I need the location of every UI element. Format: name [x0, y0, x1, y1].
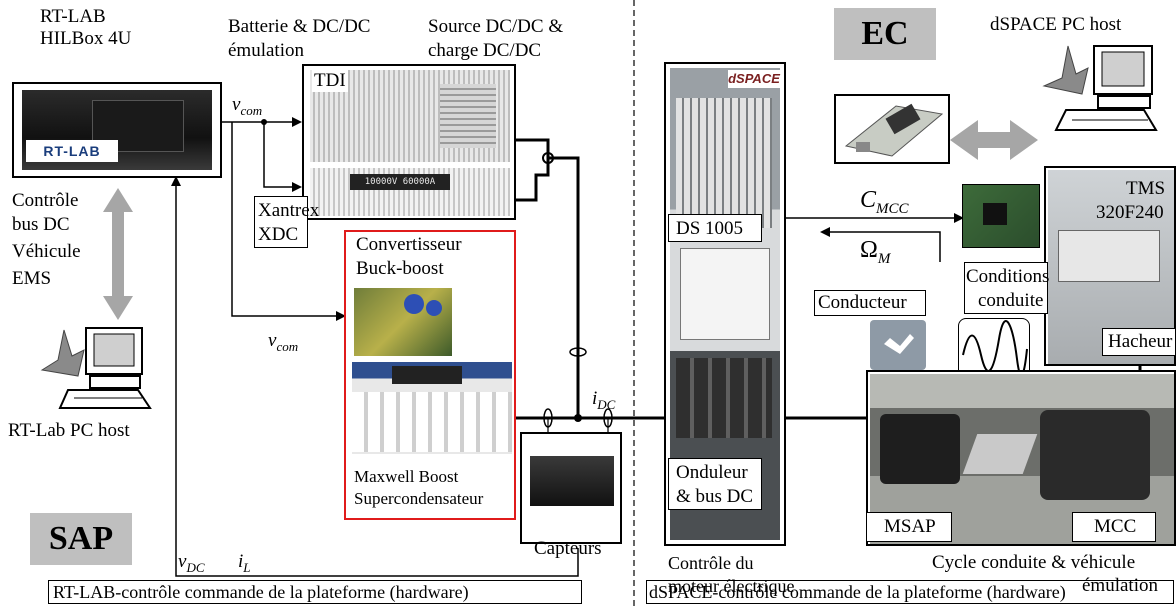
batterie-label-1: Batterie & DC/DC [228, 16, 371, 37]
rtlab-pc-link [103, 188, 133, 320]
xantrex-label-1: Xantrex [258, 200, 320, 221]
supercap-photo [352, 362, 512, 454]
dspace-card-box [834, 94, 950, 164]
buck-boost-photo [354, 288, 452, 356]
capteurs-label: Capteurs [534, 538, 602, 559]
xantrex-label-box [254, 196, 308, 248]
conditions-label-1: Conditions [966, 266, 1050, 287]
tms-board-photo [962, 184, 1040, 248]
vcom-wire-converter [231, 122, 346, 321]
rtlab-title: RT-LAB [40, 6, 106, 27]
mcc-box [1072, 512, 1156, 542]
left-caption: RT-LAB-contrôle commande de la plateform… [48, 580, 582, 604]
xantrex-photo: 10000V 60000A [310, 168, 510, 216]
mcc-label: MCC [1094, 516, 1137, 537]
rtlab-logo: RT-LAB [26, 140, 118, 162]
controle-line-1: Contrôle [12, 190, 79, 211]
dspace-pc-icon [1040, 38, 1164, 138]
hacheur-label: Hacheur [1108, 331, 1173, 352]
maxwell-label-2: Supercondensateur [354, 489, 484, 508]
xantrex-display: 10000V 60000A [350, 174, 450, 190]
msap-box [866, 512, 952, 542]
ec-label: EC [834, 8, 936, 60]
tms-label-2: 320F240 [1096, 202, 1164, 223]
cmcc-label: CMCC [860, 187, 909, 217]
source-label-2: charge DC/DC [428, 40, 542, 61]
rtlab-pc-host-label: RT-Lab PC host [8, 420, 130, 441]
capteurs-photo [530, 456, 614, 506]
dspace-host-label: dSPACE PC host [990, 14, 1122, 35]
dspace-logo: dSPACE [728, 70, 780, 88]
ds1005-label: DS 1005 [676, 218, 744, 239]
rtlab-subtitle: HILBox 4U [40, 28, 132, 49]
controle-moteur-1: Contrôle du [668, 553, 754, 573]
vcom-bottom-label: vcom [268, 330, 299, 354]
source-label-1: Source DC/DC & [428, 16, 564, 37]
feedback-wire [171, 176, 579, 577]
cycle-label-1: Cycle conduite & véhicule [932, 552, 1136, 573]
dspace-pc-link [950, 120, 1038, 160]
controle-line-2: bus DC [12, 214, 70, 235]
maxwell-label-1: Maxwell Boost [354, 467, 459, 486]
tdi-label: TDI [312, 70, 348, 92]
onduleur-label-1: Onduleur [676, 462, 748, 483]
conditions-box [964, 262, 1048, 314]
tdi-photo [310, 70, 510, 162]
msap-label: MSAP [884, 516, 936, 537]
vcom-wire-xantrex [263, 122, 302, 192]
vcom-top-label: vcom [232, 94, 263, 118]
omega-label: ΩM [860, 237, 891, 267]
il-label: iL [238, 551, 251, 575]
onduleur-box [668, 458, 762, 510]
rtlab-pc-icon [38, 320, 158, 416]
controle-line-3: Véhicule [12, 241, 81, 262]
omega-wire [820, 227, 941, 262]
dc-bus-feed [548, 156, 580, 418]
sap-label: SAP [30, 513, 132, 565]
xantrex-label-2: XDC [258, 224, 299, 245]
convertisseur-label-1: Convertisseur [356, 234, 462, 255]
tms-label-1: TMS [1126, 178, 1166, 199]
rtlab-unit-photo: RT-LAB [22, 90, 212, 170]
conducteur-label: Conducteur [818, 292, 907, 313]
conducteur-box [814, 290, 926, 316]
dspace-card-image [844, 103, 944, 157]
idc-label: iDC [592, 388, 616, 412]
onduleur-label-2: & bus DC [676, 486, 754, 507]
right-caption: dSPACE-contrôle commande de la plateform… [646, 580, 1174, 604]
convertisseur-label-2: Buck-boost [356, 258, 444, 279]
converter-box: Convertisseur Buck-boost Maxwell Boost S… [344, 230, 516, 520]
controle-line-4: EMS [12, 268, 52, 289]
conducteur-icon [870, 320, 926, 370]
vdc-label: vDC [178, 551, 205, 575]
rtlab-box: RT-LAB [12, 82, 222, 178]
power-supply-rack: TDI 10000V 60000A [302, 64, 516, 220]
conditions-label-2: conduite [978, 290, 1044, 311]
capteurs-box [520, 432, 622, 544]
ds1005-box [668, 214, 762, 242]
hacheur-box [1102, 328, 1176, 356]
batterie-label-2: émulation [228, 40, 304, 61]
controle-moteur-2: moteur électrique [668, 576, 795, 596]
